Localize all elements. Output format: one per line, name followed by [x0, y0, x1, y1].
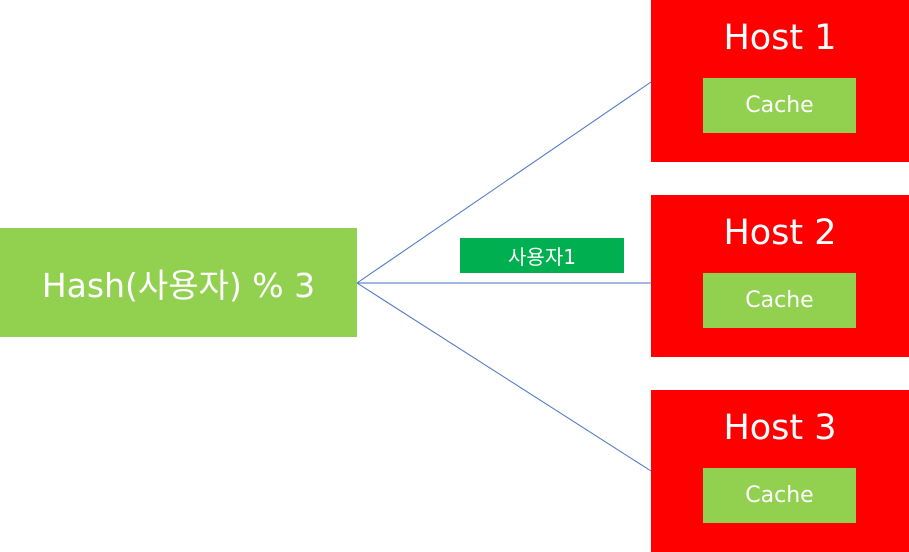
host-box-3: Host 3 Cache — [651, 390, 909, 552]
cache-label-3: Cache — [745, 483, 814, 508]
connector-to-host-1 — [356, 81, 652, 284]
host-title-1: Host 1 — [723, 18, 837, 58]
host-title-3: Host 3 — [723, 408, 837, 448]
cache-label-2: Cache — [745, 288, 814, 313]
host-title-2: Host 2 — [723, 213, 837, 253]
hash-function-label: Hash(사용자) % 3 — [41, 265, 316, 305]
host-box-1: Host 1 Cache — [651, 0, 909, 162]
user-route-label-text: 사용자1 — [508, 245, 576, 269]
cache-box-3: Cache — [703, 468, 856, 523]
cache-label-1: Cache — [745, 93, 814, 118]
hash-function-box: Hash(사용자) % 3 — [0, 228, 357, 337]
host-box-2: Host 2 Cache — [651, 195, 909, 357]
cache-box-1: Cache — [703, 78, 856, 133]
connector-to-host-3 — [356, 282, 652, 472]
user-route-label: 사용자1 — [460, 238, 624, 273]
cache-box-2: Cache — [703, 273, 856, 328]
